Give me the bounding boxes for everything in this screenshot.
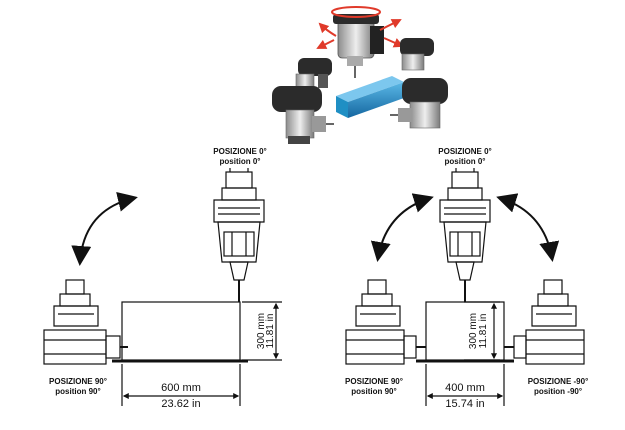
right-width-dimension bbox=[425, 364, 505, 406]
left-rotation-arrow bbox=[71, 192, 138, 266]
right-top-label-en: position 0° bbox=[445, 157, 486, 166]
right-vertical-head bbox=[439, 168, 491, 302]
right-rotation-arrow-right bbox=[496, 193, 560, 262]
left-top-label-en: position 0° bbox=[220, 157, 261, 166]
left-side-label-it: POSIZIONE 90° bbox=[49, 377, 107, 386]
right-left-label-it: POSIZIONE 90° bbox=[345, 377, 403, 386]
left-lower-head-icon bbox=[272, 86, 334, 144]
right-diagram-right-head bbox=[504, 279, 585, 365]
left-diagram bbox=[43, 168, 282, 406]
right-height-metric: 300 mm bbox=[468, 313, 479, 349]
right-workpiece-box bbox=[425, 301, 505, 361]
left-height-imperial: 11.81 in bbox=[265, 314, 276, 349]
rotation-arrows-icon bbox=[316, 6, 404, 49]
left-vertical-head bbox=[213, 168, 265, 302]
right-width-imperial: 15.74 in bbox=[445, 398, 484, 410]
right-left-label-en: position 90° bbox=[351, 387, 396, 396]
right-diagram-left-head bbox=[345, 279, 426, 365]
left-height-metric: 300 mm bbox=[256, 313, 267, 349]
left-top-label-it: POSIZIONE 0° bbox=[213, 147, 266, 156]
left-side-label-en: position 90° bbox=[55, 387, 100, 396]
head-rotation-illustration bbox=[272, 6, 448, 144]
left-workpiece-box bbox=[121, 301, 241, 361]
right-right-label-it: POSIZIONE -90° bbox=[528, 377, 589, 386]
right-height-imperial: 11.81 in bbox=[478, 314, 489, 349]
left-horizontal-head bbox=[43, 279, 128, 365]
workpiece-icon bbox=[336, 76, 404, 118]
center-head-icon bbox=[333, 14, 384, 78]
right-height-dimension bbox=[464, 301, 500, 361]
left-upper-head-icon bbox=[295, 58, 332, 91]
left-width-dimension bbox=[121, 364, 241, 406]
left-width-metric: 600 mm bbox=[161, 382, 201, 394]
left-height-dimension bbox=[242, 301, 282, 361]
right-rotation-arrow-left bbox=[370, 193, 434, 262]
right-diagram bbox=[345, 168, 585, 406]
right-right-label-en: position -90° bbox=[534, 387, 582, 396]
right-width-metric: 400 mm bbox=[445, 382, 485, 394]
left-width-imperial: 23.62 in bbox=[161, 398, 200, 410]
right-lower-head-icon bbox=[390, 78, 448, 129]
right-upper-head-icon bbox=[400, 38, 434, 71]
right-top-label-it: POSIZIONE 0° bbox=[438, 147, 491, 156]
